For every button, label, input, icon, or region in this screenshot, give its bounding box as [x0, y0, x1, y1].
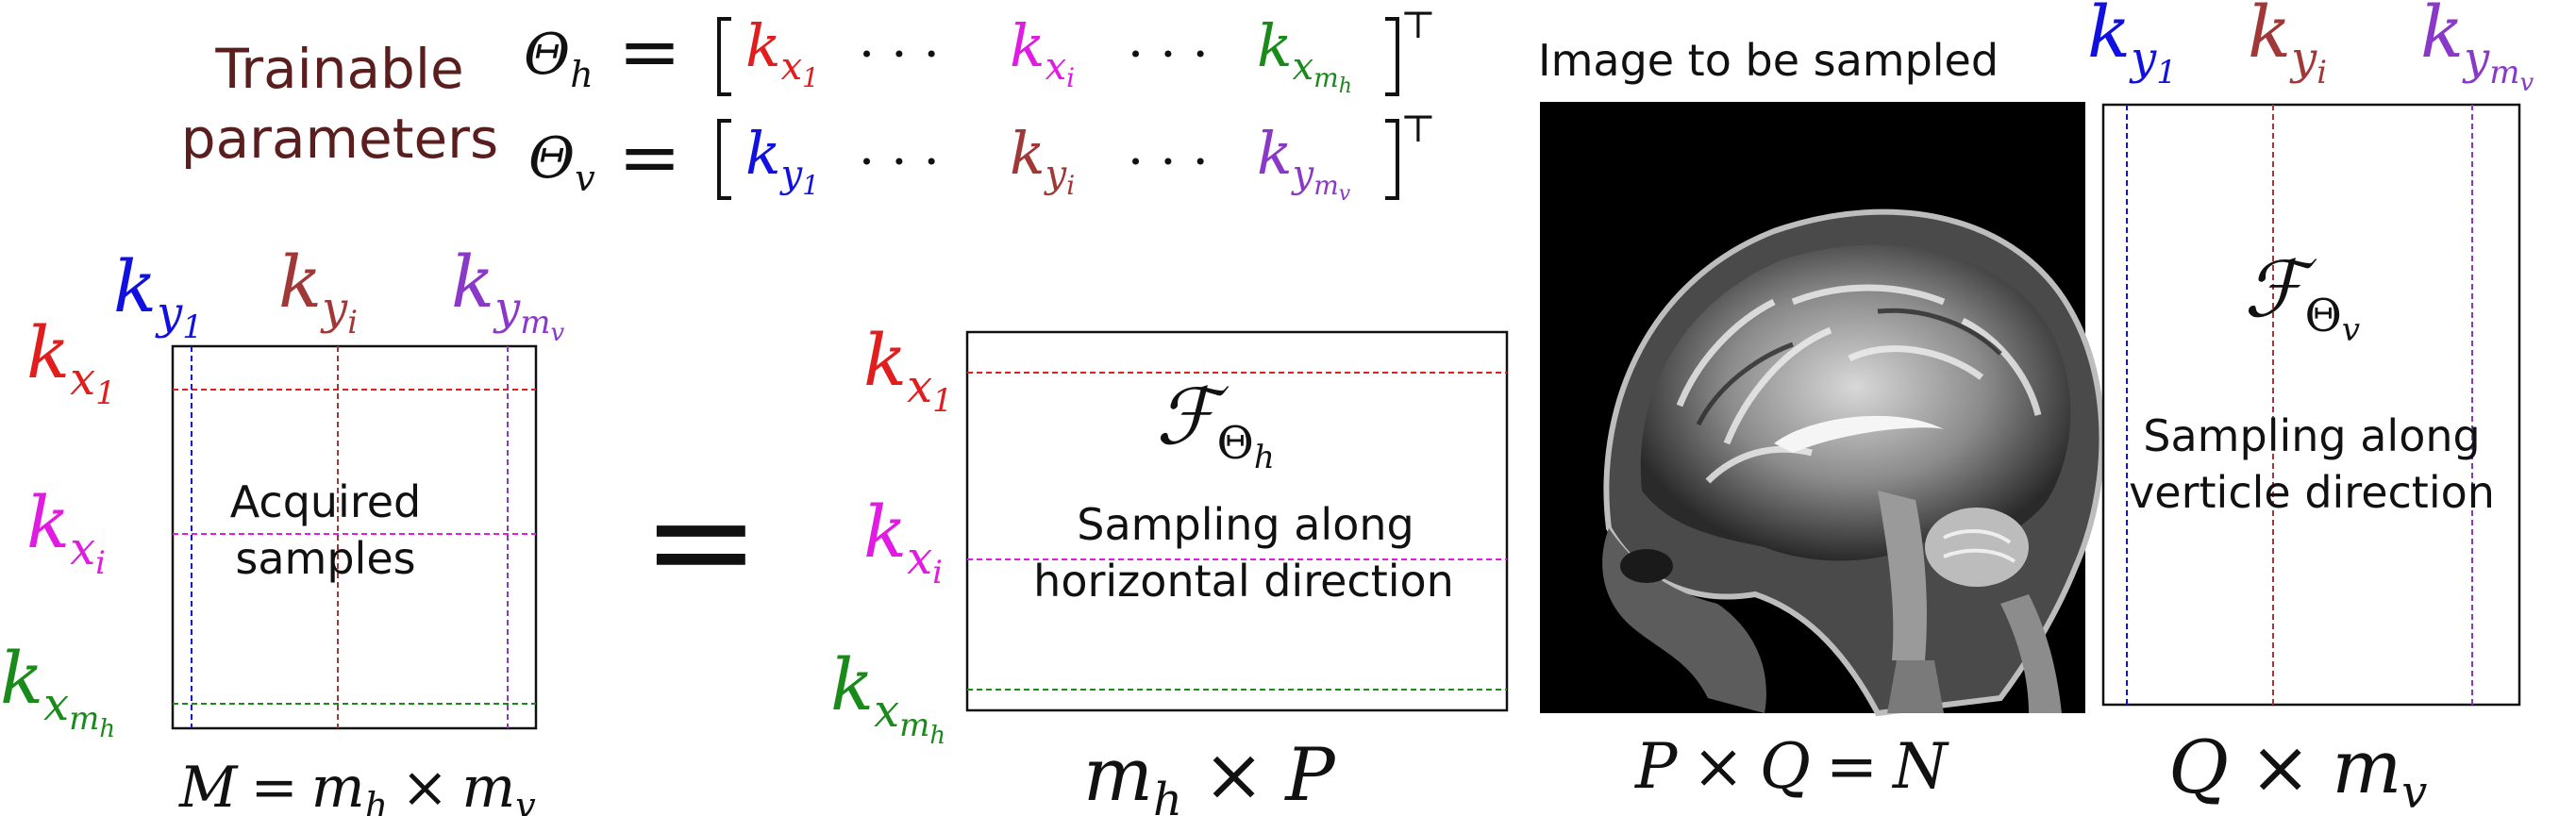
theta-h-dots-1: · · ·	[859, 25, 940, 84]
vertical-box	[2101, 103, 2521, 707]
theta-h-bracket-right	[1385, 17, 1399, 96]
svg-text:Θh: Θh	[524, 22, 594, 95]
vertical-col-label-ymv: kymv	[2420, 0, 2534, 97]
svg-text:Θv: Θv	[528, 125, 595, 199]
vertical-col-label-yi: kyi	[2248, 0, 2327, 92]
theta-h-eq: =	[618, 8, 681, 95]
horizontal-dim: mh×P	[1083, 733, 1336, 816]
image-panel-title: Image to be sampled	[1538, 35, 1999, 86]
theta-v-transpose: ⊤	[1400, 108, 1436, 151]
acquired-col-label-ymv: kymv	[451, 240, 564, 347]
vertical-text-line1: Sampling along	[2143, 410, 2480, 461]
acquired-text-line1: Acquired	[230, 476, 422, 527]
theta-h-bracket-left	[717, 17, 731, 96]
horizontal-text-line2: horizontal direction	[1033, 556, 1454, 607]
theta-h-k-xi: kxi	[1010, 11, 1075, 93]
horizontal-row-label-xi: kxi	[863, 490, 943, 591]
horizontal-row-label-xmh: kxmh	[830, 642, 945, 750]
mri-brain-picture	[1602, 208, 2105, 717]
horizontal-script-F: ℱΘh	[1156, 373, 1275, 476]
theta-v-sub: v	[575, 158, 595, 199]
theta-h-transpose: ⊤	[1400, 4, 1436, 47]
params-label-line2: parameters	[181, 107, 498, 171]
params-label-line1: Trainable	[214, 37, 463, 101]
theta-h-sub: h	[570, 54, 593, 95]
acquired-panel: ky1 kyi kymv kx1 kxi kxmh Acquired sampl…	[0, 240, 564, 816]
theta-v-k-y1: ky1	[745, 119, 819, 201]
theta-h-base: Θ	[524, 22, 570, 88]
image-panel: Image to be sampled P×Q=N	[1538, 35, 2105, 803]
horizontal-box	[965, 330, 1509, 712]
acquired-col-label-yi: kyi	[278, 240, 358, 341]
acquired-text-line2: samples	[235, 533, 415, 584]
theta-v-equation: Θv = ky1 · · · kyi · · · kymv ⊤	[528, 108, 1436, 206]
horizontal-panel: kx1 kxi kxmh ℱΘh Sampling along horizont…	[830, 318, 1509, 816]
vertical-text-line2: verticle direction	[2129, 467, 2495, 518]
vertical-panel: ky1 kyi kymv ℱΘv Sampling along verticle…	[2087, 0, 2534, 816]
theta-h-k-x1: kx1	[745, 11, 819, 93]
acquired-row-label-xmh: kxmh	[0, 636, 115, 743]
acquired-col-label-y1: ky1	[113, 244, 203, 346]
theta-v-bracket-right	[1385, 119, 1399, 200]
acquired-dim: M=mh×mv	[178, 755, 536, 816]
theta-v-eq: =	[618, 113, 681, 201]
vertical-dim: Q×mv	[2168, 725, 2427, 816]
image-panel-dim: P×Q=N	[1634, 730, 1949, 803]
acquired-box	[171, 344, 538, 730]
theta-v-base: Θ	[528, 125, 575, 192]
horizontal-text-line1: Sampling along	[1077, 499, 1413, 550]
big-equals-sign: =	[642, 459, 761, 624]
theta-v-dots-2: · · ·	[1128, 132, 1209, 192]
theta-h-dots-2: · · ·	[1128, 25, 1209, 84]
theta-v-k-ymv: kymv	[1257, 119, 1351, 206]
theta-h-equation: Θh = kx1 · · · kxi · · · kxmh ⊤	[524, 4, 1436, 98]
vertical-col-label-y1: ky1	[2087, 0, 2177, 92]
theta-h-k-xmh: kxmh	[1257, 11, 1352, 98]
trainable-parameters-label: Trainable parameters	[181, 37, 498, 171]
acquired-row-label-x1: kx1	[26, 310, 116, 412]
theta-v-dots-1: · · ·	[859, 132, 940, 192]
horizontal-row-label-x1: kx1	[863, 318, 953, 420]
acquired-row-label-xi: kxi	[26, 480, 106, 582]
theta-v-k-yi: kyi	[1010, 119, 1075, 201]
theta-v-bracket-left	[717, 119, 731, 200]
